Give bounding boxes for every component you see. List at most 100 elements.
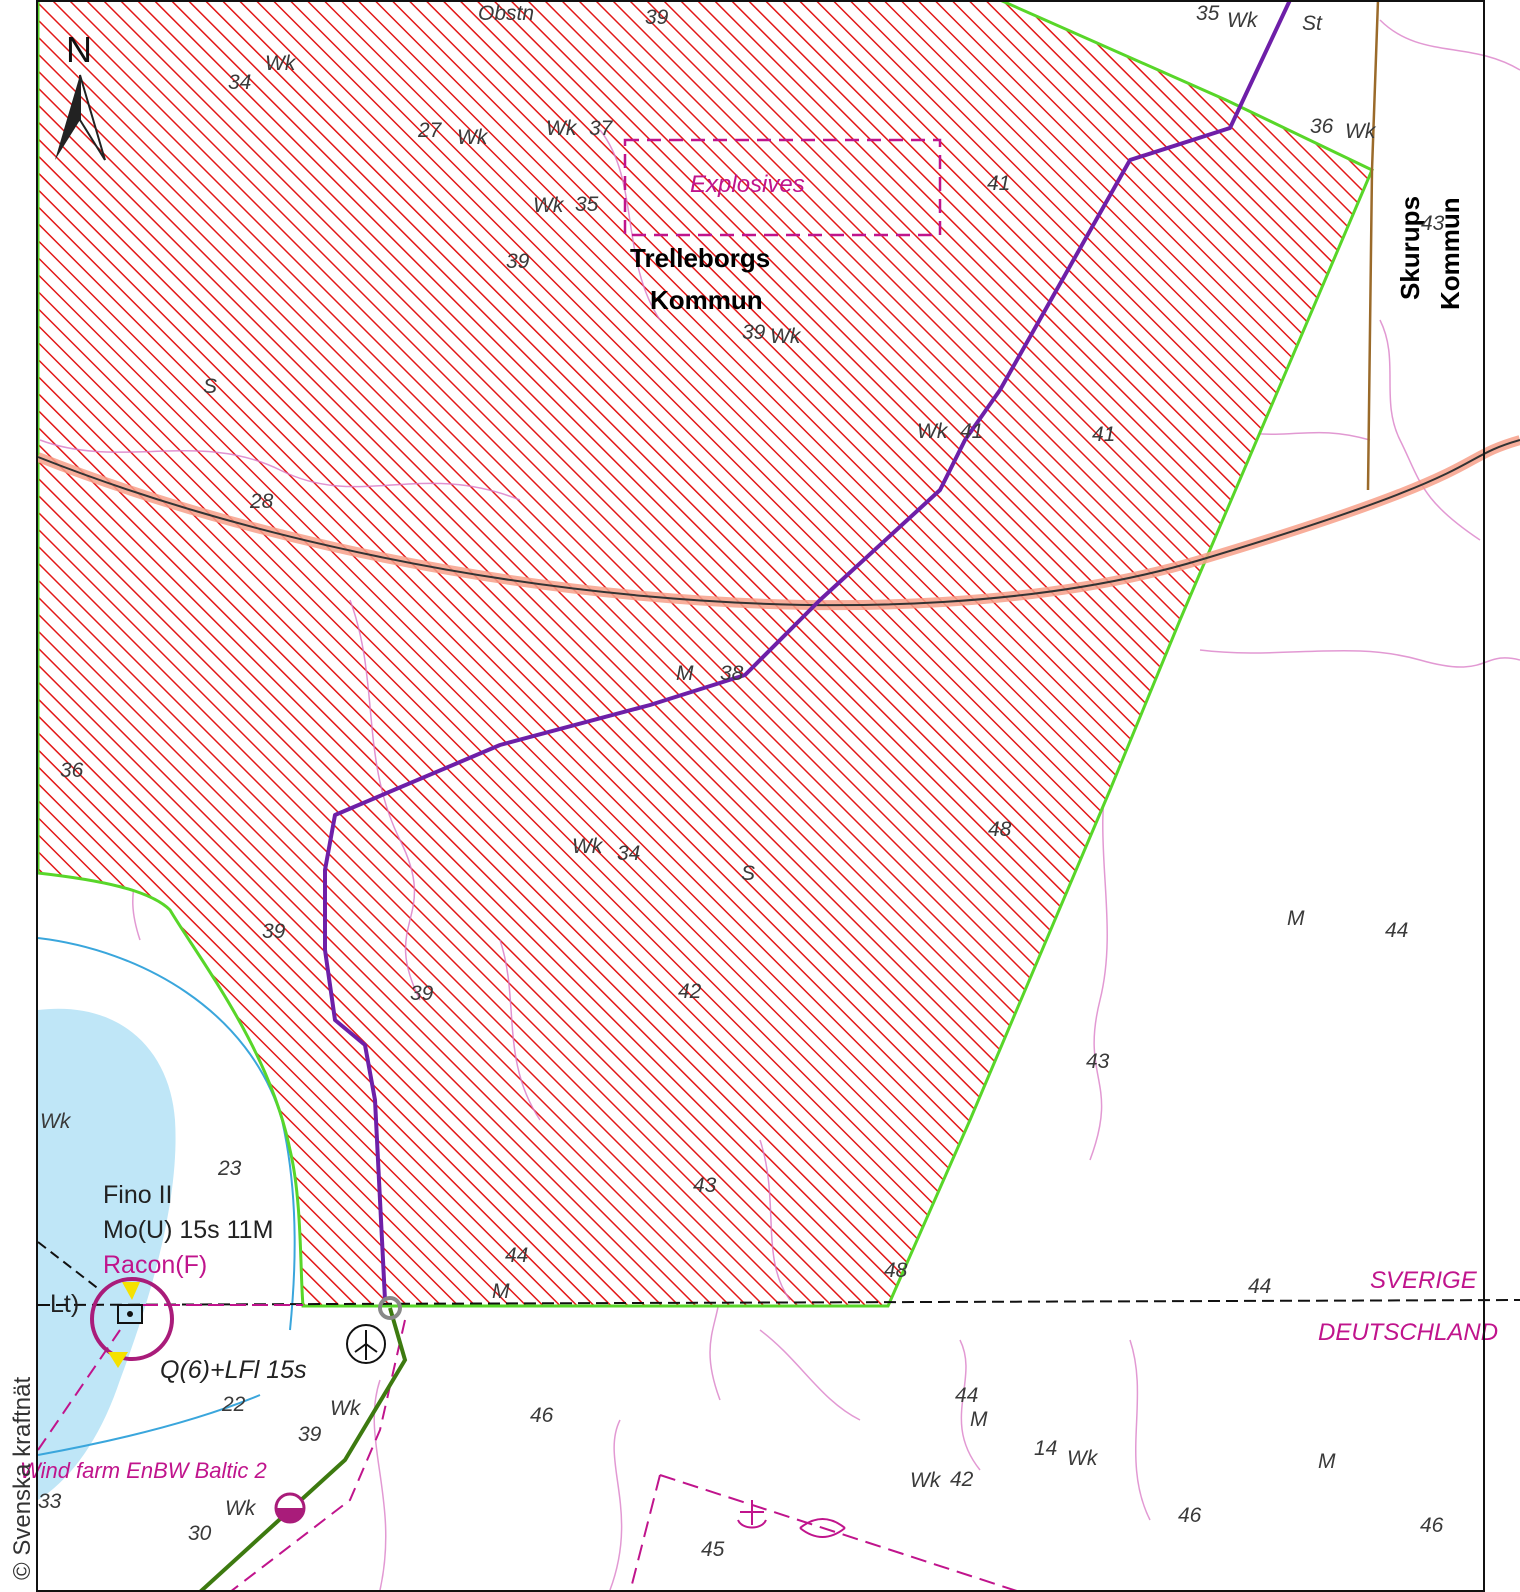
wreck-label: Wk [457, 126, 489, 149]
municipal-boundary-line [1366, 0, 1380, 491]
sounding: 33 [38, 1490, 62, 1513]
sounding: 39 [410, 982, 434, 1005]
sounding: 14 [1034, 1437, 1057, 1460]
light-abbrev-label: Lt) [50, 1290, 79, 1318]
depth-soundings: 39 35 34 27 37 35 41 39 39 36 41 28 S 36… [38, 2, 1445, 1561]
sounding: 41 [987, 172, 1010, 195]
sounding: 34 [617, 842, 640, 865]
sounding: 36 [1310, 115, 1334, 138]
sounding: S [203, 375, 217, 398]
sounding: 23 [217, 1157, 242, 1180]
north-arrow-label: N [66, 29, 92, 70]
sounding: 43 [1421, 212, 1445, 235]
shallow-water-area [38, 1008, 176, 1500]
municipality-trelleborgs: Trelleborgs [630, 243, 770, 273]
sounding: 44 [955, 1384, 978, 1407]
sounding: 39 [262, 920, 286, 943]
map-frame [36, 0, 1485, 1592]
sounding: 34 [228, 71, 251, 94]
buoy-light-characteristic: Q(6)+LFl 15s [160, 1356, 307, 1384]
wreck-label: Wk [1227, 9, 1259, 32]
sounding: M [492, 1280, 510, 1303]
sounding: M [970, 1408, 988, 1431]
racon-label: Racon(F) [103, 1251, 207, 1279]
sounding: 45 [701, 1538, 725, 1561]
wreck-label: Wk [225, 1497, 257, 1520]
sounding: 28 [249, 490, 274, 513]
border-south-label: DEUTSCHLAND [1318, 1319, 1498, 1346]
sounding: 43 [693, 1174, 717, 1197]
seabed-mud-label: M [1318, 1450, 1336, 1473]
fino-light-characteristic: Mo(U) 15s 11M [103, 1216, 273, 1244]
wreck-labels: Wk Wk Wk Wk Wk Wk Wk Wk Wk Wk Wk Wk Wk O… [40, 2, 1377, 1520]
national-border-line[interactable] [37, 1299, 1520, 1306]
sounding: 37 [589, 117, 614, 140]
obstruction-label: Obstn [478, 2, 534, 25]
depth-contour-line-2 [37, 1394, 261, 1456]
sounding: 36 [60, 759, 84, 782]
fino-name-label: Fino II [103, 1181, 172, 1209]
sounding: 35 [575, 193, 599, 216]
border-north-label: SVERIGE [1370, 1267, 1478, 1294]
sounding: Wk [572, 835, 604, 858]
fino-platform-symbol[interactable] [90, 1277, 174, 1368]
sounding: S [741, 862, 755, 885]
buoy-symbol[interactable] [274, 1492, 306, 1524]
wreck-label: Wk [533, 194, 565, 217]
sounding: 39 [298, 1423, 322, 1446]
anchorage-area-boundary[interactable] [629, 1474, 1021, 1592]
wind-farm-label: Wind farm EnBW Baltic 2 [20, 1458, 267, 1483]
anchor-icon [737, 1500, 767, 1529]
municipality-trelleborgs-kommun: Kommun [650, 285, 763, 315]
sounding: 44 [1385, 919, 1408, 942]
municipality-skurups: Skurups [1395, 196, 1425, 300]
wreck-label: Wk [917, 420, 949, 443]
wreck-label: Wk [910, 1469, 942, 1492]
pipeline-line[interactable] [37, 439, 1520, 607]
sounding: 46 [1178, 1504, 1202, 1527]
maritime-limit-line [37, 1241, 101, 1291]
sounding: 48 [988, 818, 1012, 841]
wreck-label: Wk [40, 1110, 72, 1133]
sounding: 39 [506, 250, 530, 273]
sounding: 35 [1196, 2, 1220, 25]
no-anchoring-icon [799, 1518, 846, 1538]
sounding: 42 [950, 1468, 974, 1491]
sounding: 48 [884, 1259, 908, 1282]
sounding: 41 [960, 420, 983, 443]
sounding: M [1287, 907, 1305, 930]
wreck-label: Wk [770, 325, 802, 348]
sounding: 44 [505, 1244, 528, 1267]
wreck-label: Wk [546, 117, 578, 140]
cable-route-line[interactable] [323, 0, 1292, 1301]
wreck-label: Wk [1067, 1447, 1099, 1470]
explosives-label: Explosives [690, 171, 805, 198]
wreck-label: Wk [1345, 120, 1377, 143]
municipality-skurups-kommun: Kommun [1435, 197, 1465, 310]
sounding: 44 [1248, 1275, 1271, 1298]
sounding: 46 [1420, 1514, 1444, 1537]
sounding: 38 [720, 662, 744, 685]
stones-label: St [1302, 12, 1323, 35]
wreck-label: Wk [265, 52, 297, 75]
sounding: 43 [1086, 1050, 1110, 1073]
sounding: 41 [1092, 423, 1115, 446]
sounding: 46 [530, 1404, 554, 1427]
copyright-text: © Svenska kraftnät [9, 1377, 36, 1580]
hatched-zone-contours [39, 129, 791, 1301]
sounding: 42 [678, 980, 702, 1003]
explosives-area[interactable] [623, 138, 942, 237]
wreck-label: Wk [330, 1397, 362, 1420]
sounding: 22 [221, 1393, 246, 1416]
sounding: 30 [188, 1522, 212, 1545]
export-cable-line[interactable] [198, 1307, 408, 1592]
sounding: 27 [417, 119, 443, 142]
cable-connection-point[interactable] [378, 1296, 402, 1320]
wind-turbine-icon[interactable] [346, 1324, 386, 1364]
sounding: M [676, 662, 694, 685]
sounding: 39 [742, 321, 766, 344]
sounding: 39 [645, 6, 669, 29]
restricted-area-zone[interactable] [36, 0, 1374, 1308]
north-arrow-icon [55, 74, 106, 161]
